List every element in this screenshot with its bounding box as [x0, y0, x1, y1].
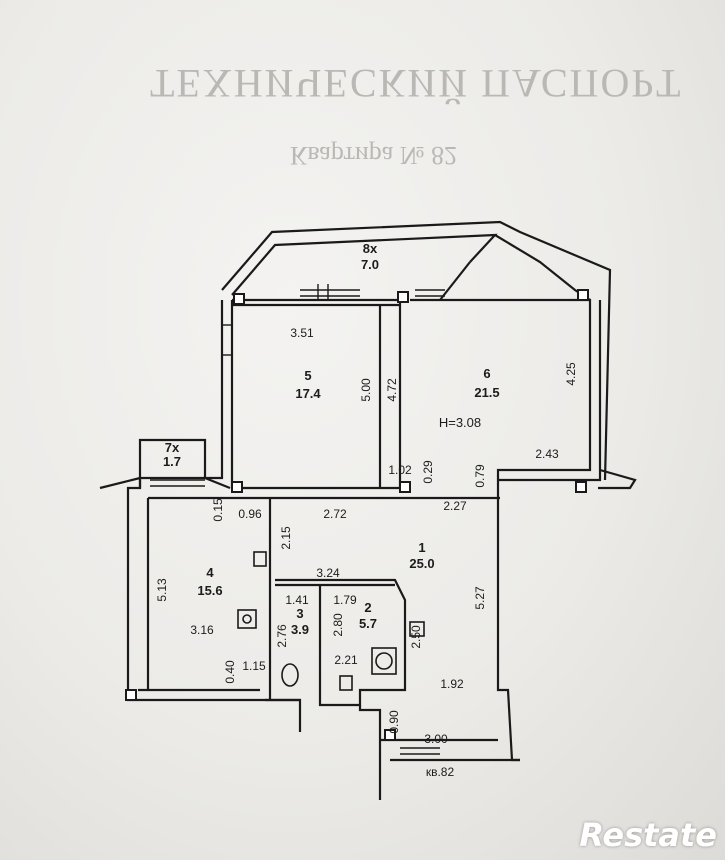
dimensions: 3.51 5.00 4.72 4.25 2.43 1.02 0.29 0.79 …: [155, 326, 578, 746]
dim-2-43: 2.43: [535, 447, 559, 461]
dim-5-13: 5.13: [155, 578, 169, 602]
room-3-area: 3.9: [291, 622, 309, 637]
room-4-number: 4: [206, 565, 214, 580]
room-7-area: 1.7: [163, 454, 181, 469]
room-2-number: 2: [364, 600, 371, 615]
room-2-area: 5.7: [359, 616, 377, 631]
room-6-area: 21.5: [474, 385, 499, 400]
room-1-number: 1: [418, 540, 425, 555]
dim-5-27: 5.27: [473, 586, 487, 610]
columns: [125, 289, 589, 741]
dim-3-51: 3.51: [290, 326, 314, 340]
dim-2-21: 2.21: [334, 653, 358, 667]
apartment-number-label: кв.82: [426, 765, 455, 779]
dim-1-79: 1.79: [333, 593, 357, 607]
room-5-area: 17.4: [295, 386, 321, 401]
ceiling-height: H=3.08: [439, 415, 481, 430]
room-8-number: 8х: [363, 241, 378, 256]
dim-1-92: 1.92: [440, 677, 464, 691]
dim-0-15: 0.15: [211, 498, 225, 522]
room-4-area: 15.6: [197, 583, 222, 598]
dim-1-15: 1.15: [242, 659, 266, 673]
windows: [150, 284, 445, 755]
dim-2-15: 2.15: [279, 526, 293, 550]
dim-1-41: 1.41: [285, 593, 309, 607]
dim-0-90: 0.90: [387, 710, 401, 734]
dim-2-50: 2.50: [409, 625, 423, 649]
room-1-area: 25.0: [409, 556, 434, 571]
restate-watermark-logo: Restate: [579, 816, 717, 854]
room-6-number: 6: [483, 366, 490, 381]
walls: [99, 220, 637, 800]
dim-1-02: 1.02: [388, 463, 412, 477]
dim-0-79: 0.79: [473, 464, 487, 488]
dim-3-00: 3.00: [424, 732, 448, 746]
fixtures: [237, 551, 425, 691]
dim-3-24: 3.24: [316, 566, 340, 580]
dim-0-29: 0.29: [421, 460, 435, 484]
dim-4-25: 4.25: [564, 362, 578, 386]
dim-2-72: 2.72: [323, 507, 347, 521]
dim-2-76: 2.76: [275, 624, 289, 648]
dim-3-16: 3.16: [190, 623, 214, 637]
dim-4-72: 4.72: [385, 378, 399, 402]
dim-0-40: 0.40: [223, 660, 237, 684]
dim-0-96: 0.96: [238, 507, 262, 521]
room-5-number: 5: [304, 368, 311, 383]
dim-5-00: 5.00: [359, 378, 373, 402]
room-7-number: 7х: [165, 440, 180, 455]
dim-2-27: 2.27: [443, 499, 467, 513]
room-3-number: 3: [296, 606, 303, 621]
room-8-area: 7.0: [361, 257, 379, 272]
room-labels: 8х 7.0 7х 1.7 5 17.4 6 21.5 1 25.0 2 5.7…: [163, 241, 500, 637]
dim-2-80: 2.80: [331, 613, 345, 637]
